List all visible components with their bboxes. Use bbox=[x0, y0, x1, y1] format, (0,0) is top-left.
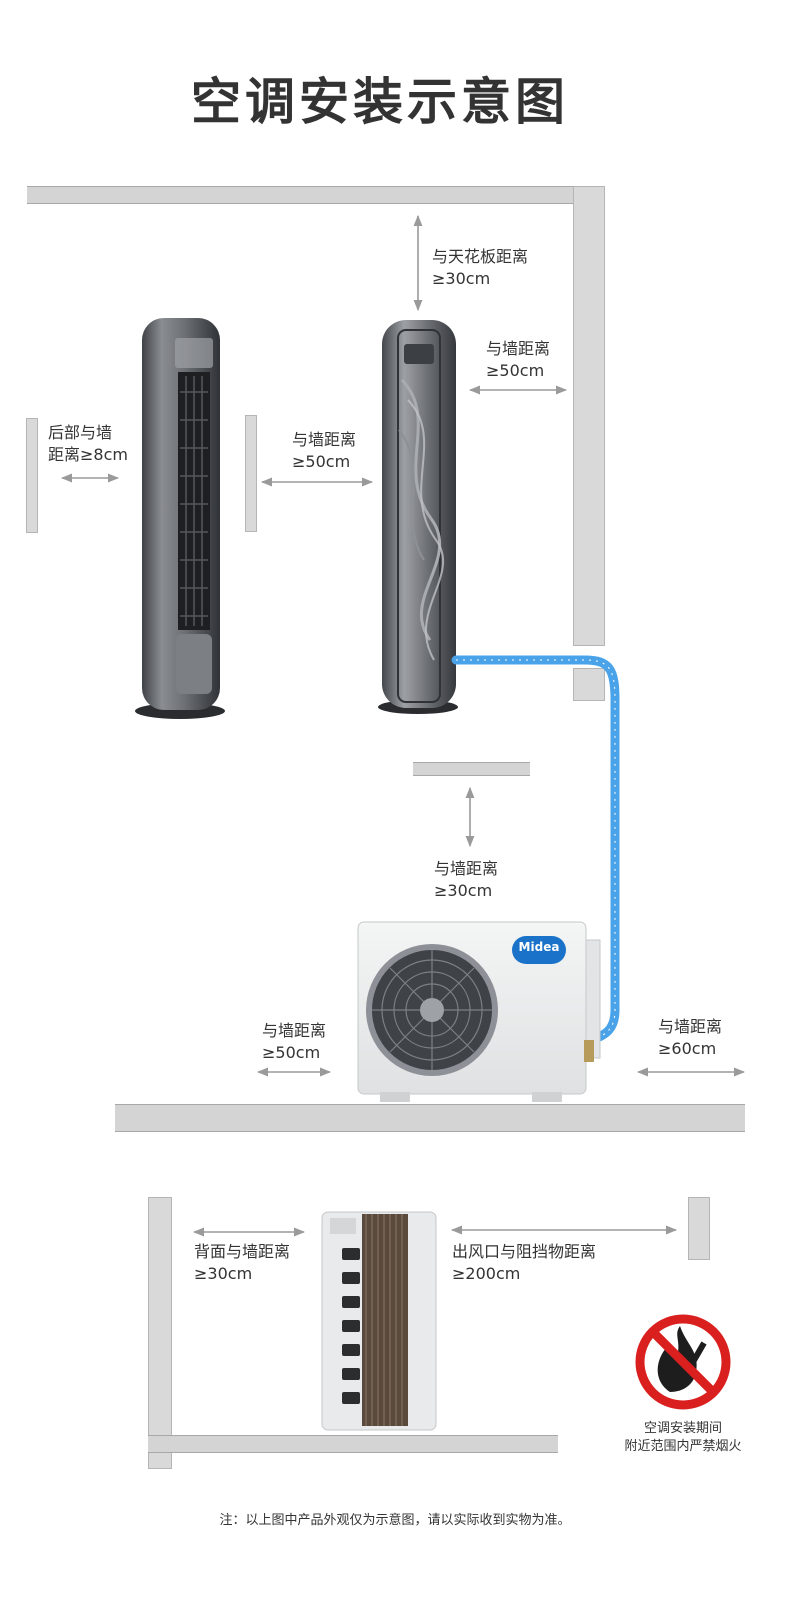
no-smoking-fire-icon bbox=[635, 1314, 731, 1410]
dimension-arrows bbox=[60, 214, 746, 1237]
indoor-tower-unit-front bbox=[378, 320, 458, 714]
label-outdoor-right: 与墙距离 ≥60cm bbox=[658, 1016, 722, 1060]
label-outdoor-left: 与墙距离 ≥50cm bbox=[262, 1020, 326, 1064]
label-outdoor-top-line2: ≥30cm bbox=[434, 881, 493, 900]
outdoor-unit-side-view bbox=[321, 1211, 437, 1431]
side-wall-middle bbox=[245, 415, 257, 532]
bottom-floor-wall bbox=[148, 1435, 558, 1453]
footnote: 注：以上图中产品外观仅为示意图，请以实际收到实物为准。 bbox=[219, 1513, 571, 1528]
label-rear-line2: ≥30cm bbox=[194, 1264, 253, 1283]
label-ceiling-line2: ≥30cm bbox=[432, 269, 491, 288]
label-back-wall-line1: 后部与墙 bbox=[48, 423, 113, 442]
fire-warning-line1: 空调安装期间 bbox=[643, 1421, 722, 1436]
label-rear: 背面与墙距离 ≥30cm bbox=[194, 1241, 290, 1285]
fire-warning-line2: 附近范围内严禁烟火 bbox=[624, 1439, 742, 1454]
label-side-wall: 与墙距离 ≥50cm bbox=[292, 429, 356, 473]
label-back-wall-line2: 距离≥8cm bbox=[48, 445, 128, 464]
right-room-wall-lower bbox=[573, 668, 605, 701]
indoor-tower-unit-left bbox=[135, 318, 225, 719]
label-side-wall-line2: ≥50cm bbox=[292, 452, 351, 471]
right-room-wall bbox=[573, 186, 605, 646]
label-ceiling: 与天花板距离 ≥30cm bbox=[432, 246, 528, 290]
outdoor-unit bbox=[357, 921, 601, 1102]
ceiling-wall bbox=[27, 186, 605, 204]
label-outlet-line1: 出风口与阻挡物距离 bbox=[452, 1242, 597, 1261]
label-right-wall-line2: ≥50cm bbox=[486, 361, 545, 380]
brand-logo: Midea bbox=[518, 940, 560, 954]
label-rear-line1: 背面与墙距离 bbox=[194, 1242, 291, 1261]
page-title: 空调安装示意图 bbox=[191, 73, 569, 131]
label-outdoor-right-line2: ≥60cm bbox=[658, 1039, 717, 1058]
label-ceiling-line1: 与天花板距离 bbox=[432, 247, 529, 266]
label-outdoor-top: 与墙距离 ≥30cm bbox=[434, 858, 498, 902]
outdoor-top-wall bbox=[413, 762, 530, 776]
back-wall-left bbox=[26, 418, 38, 533]
label-outdoor-right-line1: 与墙距离 bbox=[658, 1017, 723, 1036]
label-outdoor-left-line2: ≥50cm bbox=[262, 1043, 321, 1062]
obstacle-wall bbox=[688, 1197, 710, 1260]
label-outdoor-top-line1: 与墙距离 bbox=[434, 859, 499, 878]
label-right-wall-line1: 与墙距离 bbox=[486, 339, 551, 358]
floor-wall bbox=[115, 1104, 745, 1132]
label-right-wall: 与墙距离 ≥50cm bbox=[486, 338, 550, 382]
label-outlet: 出风口与阻挡物距离 ≥200cm bbox=[452, 1241, 596, 1285]
label-outdoor-left-line1: 与墙距离 bbox=[262, 1021, 327, 1040]
label-outlet-line2: ≥200cm bbox=[452, 1264, 521, 1283]
label-side-wall-line1: 与墙距离 bbox=[292, 430, 357, 449]
fire-warning: 空调安装期间 附近范围内严禁烟火 bbox=[608, 1420, 758, 1456]
label-back-wall: 后部与墙 距离≥8cm bbox=[48, 422, 128, 466]
rear-wall-bottom bbox=[148, 1197, 172, 1469]
